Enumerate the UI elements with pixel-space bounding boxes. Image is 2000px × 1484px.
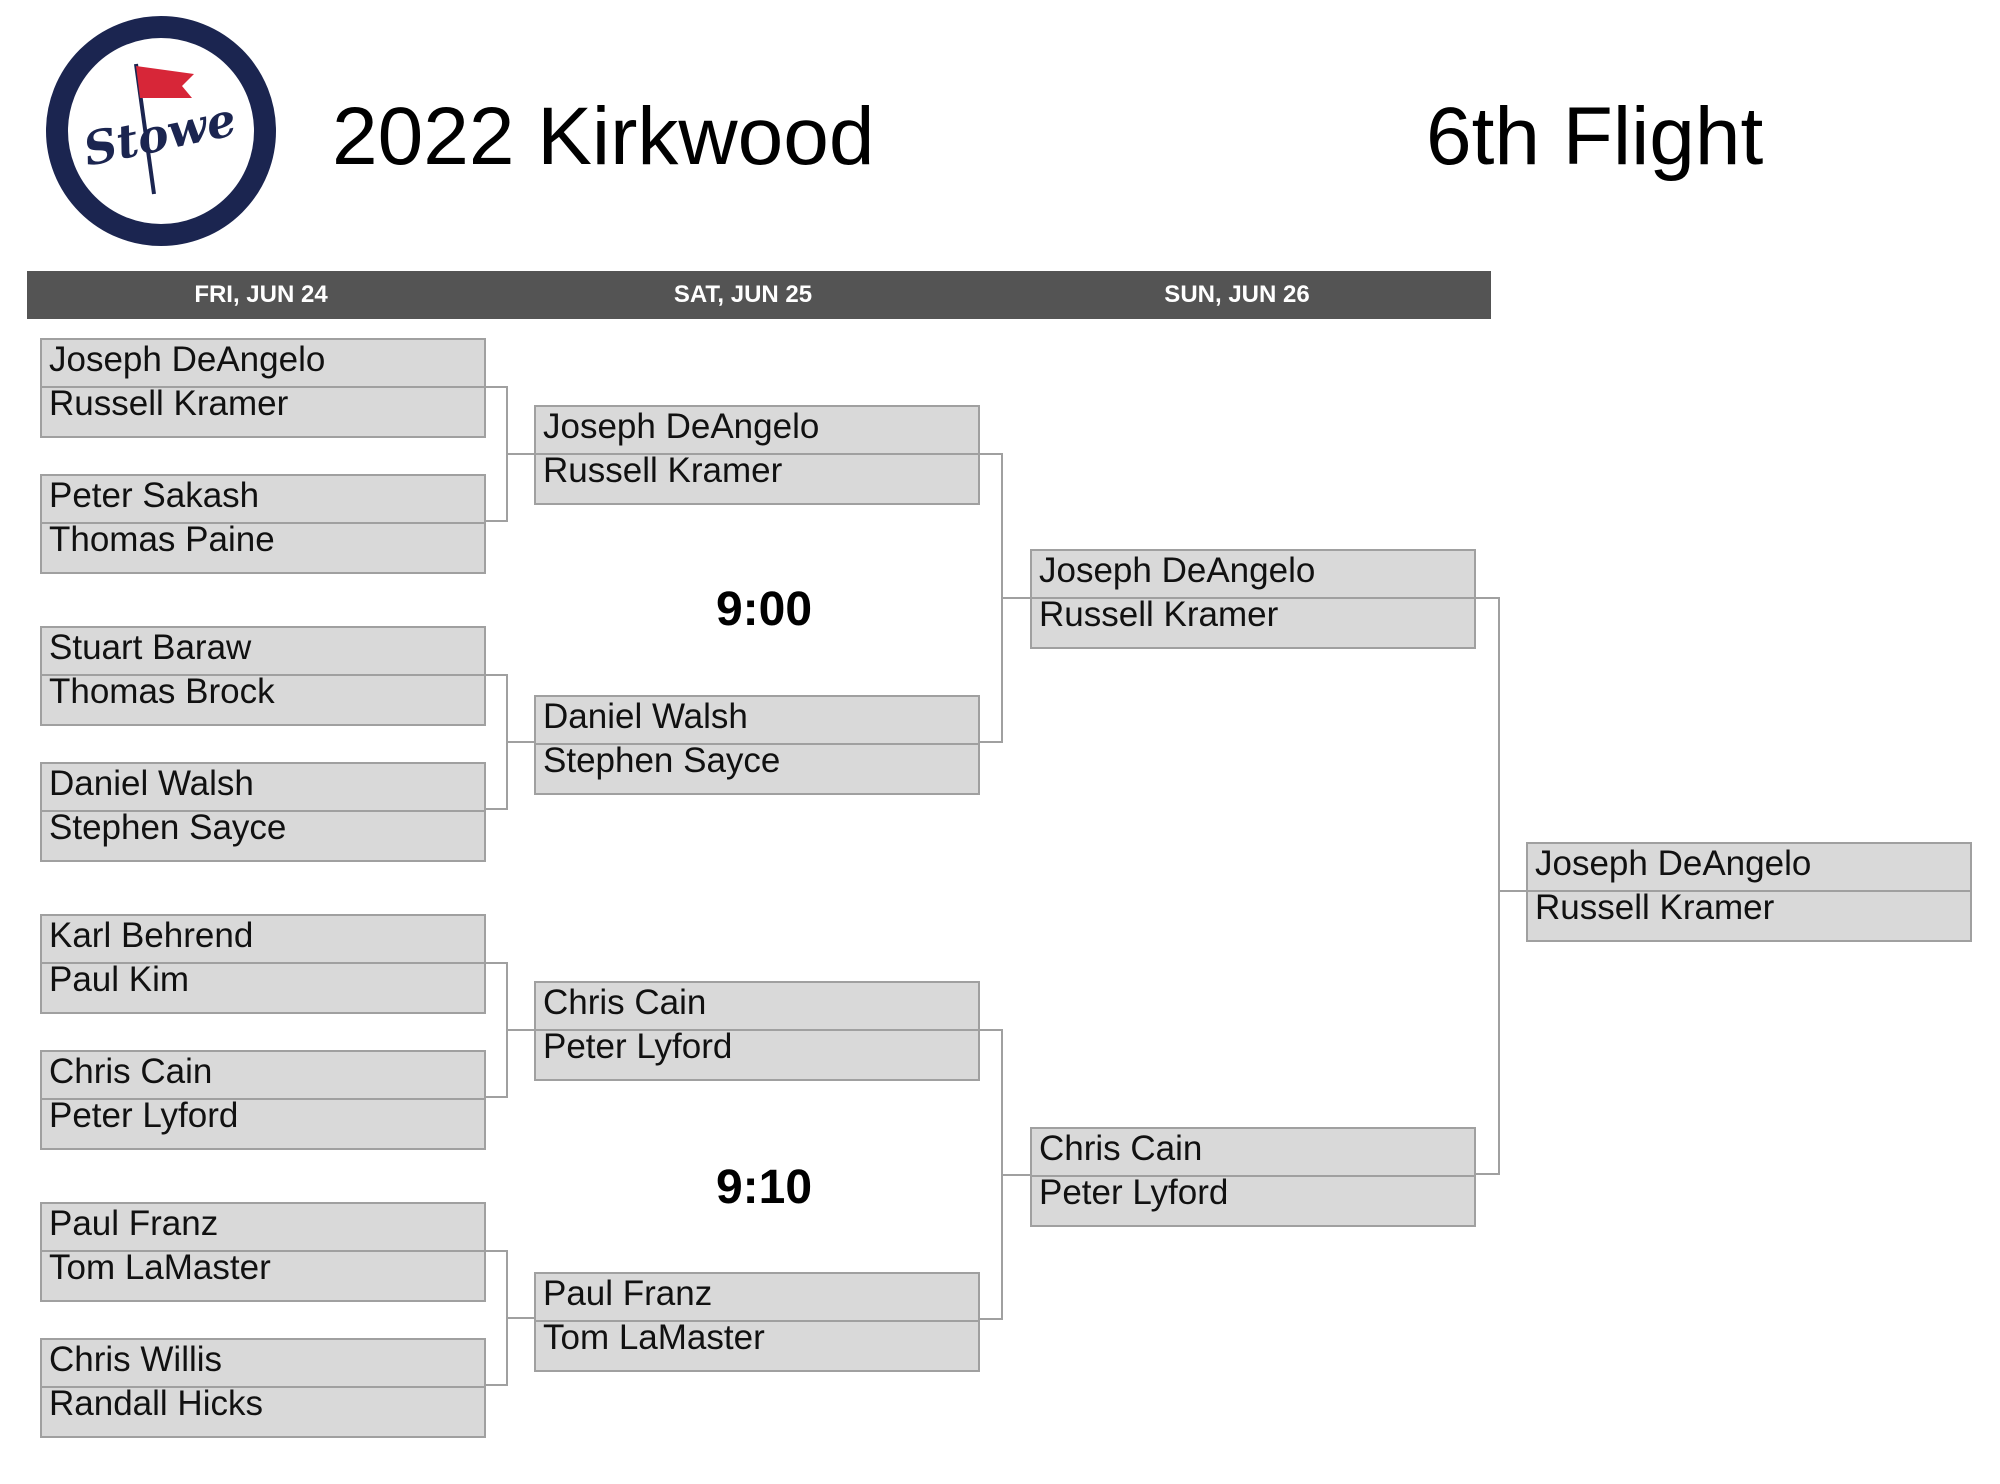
match-divider bbox=[42, 810, 484, 812]
team-top: Daniel Walsh bbox=[543, 697, 748, 736]
connector bbox=[508, 741, 534, 743]
connector bbox=[1500, 890, 1526, 892]
team-bottom: Thomas Paine bbox=[49, 520, 275, 559]
team-top: Chris Cain bbox=[543, 983, 707, 1022]
team-top: Paul Franz bbox=[49, 1204, 219, 1243]
match-r3-2: Chris Cain Peter Lyford bbox=[1030, 1127, 1476, 1227]
team-bottom: Tom LaMaster bbox=[49, 1248, 271, 1287]
match-divider bbox=[42, 386, 484, 388]
connector bbox=[1476, 597, 1500, 1175]
team-top: Joseph DeAngelo bbox=[1039, 551, 1316, 590]
match-r1-8: Chris Willis Randall Hicks bbox=[40, 1338, 486, 1438]
match-divider bbox=[42, 1250, 484, 1252]
team-top: Karl Behrend bbox=[49, 916, 254, 955]
match-r1-2: Peter Sakash Thomas Paine bbox=[40, 474, 486, 574]
connector bbox=[486, 962, 508, 1098]
team-top: Joseph DeAngelo bbox=[1535, 844, 1812, 883]
match-r2-3: Chris Cain Peter Lyford bbox=[534, 981, 980, 1081]
team-bottom: Randall Hicks bbox=[49, 1384, 263, 1423]
match-final: Joseph DeAngelo Russell Kramer bbox=[1526, 842, 1972, 942]
match-r3-1: Joseph DeAngelo Russell Kramer bbox=[1030, 549, 1476, 649]
match-r1-3: Stuart Baraw Thomas Brock bbox=[40, 626, 486, 726]
connector bbox=[1003, 1174, 1030, 1176]
team-bottom: Peter Lyford bbox=[1039, 1173, 1229, 1212]
team-top: Chris Cain bbox=[49, 1052, 213, 1091]
match-r1-4: Daniel Walsh Stephen Sayce bbox=[40, 762, 486, 862]
match-divider bbox=[1528, 890, 1970, 892]
team-bottom: Russell Kramer bbox=[543, 451, 783, 490]
match-r2-4: Paul Franz Tom LaMaster bbox=[534, 1272, 980, 1372]
match-r1-1: Joseph DeAngelo Russell Kramer bbox=[40, 338, 486, 438]
team-top: Daniel Walsh bbox=[49, 764, 254, 803]
connector bbox=[980, 453, 1003, 743]
connector bbox=[508, 453, 534, 455]
tee-time-2: 9:10 bbox=[715, 1161, 813, 1214]
team-top: Peter Sakash bbox=[49, 476, 260, 515]
match-divider bbox=[42, 674, 484, 676]
team-bottom: Tom LaMaster bbox=[543, 1318, 765, 1357]
match-divider bbox=[1032, 597, 1474, 599]
team-bottom: Russell Kramer bbox=[1039, 595, 1279, 634]
team-top: Chris Willis bbox=[49, 1340, 223, 1379]
connector bbox=[980, 1029, 1003, 1320]
tee-time-1: 9:00 bbox=[715, 583, 813, 636]
connector bbox=[1003, 597, 1030, 599]
match-divider bbox=[536, 453, 978, 455]
team-bottom: Russell Kramer bbox=[1535, 888, 1775, 927]
team-bottom: Peter Lyford bbox=[49, 1096, 239, 1135]
match-divider bbox=[1032, 1175, 1474, 1177]
team-bottom: Thomas Brock bbox=[49, 672, 275, 711]
match-r2-2: Daniel Walsh Stephen Sayce bbox=[534, 695, 980, 795]
connector bbox=[486, 674, 508, 810]
team-bottom: Paul Kim bbox=[49, 960, 190, 999]
match-r1-6: Chris Cain Peter Lyford bbox=[40, 1050, 486, 1150]
team-bottom: Peter Lyford bbox=[543, 1027, 733, 1066]
flight-title: 6th Flight bbox=[1426, 91, 1764, 182]
connector bbox=[486, 1250, 508, 1386]
match-divider bbox=[536, 1029, 978, 1031]
match-r2-1: Joseph DeAngelo Russell Kramer bbox=[534, 405, 980, 505]
match-r1-7: Paul Franz Tom LaMaster bbox=[40, 1202, 486, 1302]
team-bottom: Stephen Sayce bbox=[49, 808, 287, 847]
date-bar: FRI, JUN 24 SAT, JUN 25 SUN, JUN 26 bbox=[27, 271, 1491, 319]
team-top: Chris Cain bbox=[1039, 1129, 1203, 1168]
match-divider bbox=[42, 522, 484, 524]
team-bottom: Russell Kramer bbox=[49, 384, 289, 423]
match-divider bbox=[536, 743, 978, 745]
match-divider bbox=[42, 962, 484, 964]
team-bottom: Stephen Sayce bbox=[543, 741, 781, 780]
match-divider bbox=[536, 1320, 978, 1322]
team-top: Joseph DeAngelo bbox=[49, 340, 326, 379]
connector bbox=[508, 1317, 534, 1319]
match-divider bbox=[42, 1386, 484, 1388]
team-top: Joseph DeAngelo bbox=[543, 407, 820, 446]
team-top: Stuart Baraw bbox=[49, 628, 252, 667]
match-r1-5: Karl Behrend Paul Kim bbox=[40, 914, 486, 1014]
team-top: Paul Franz bbox=[543, 1274, 713, 1313]
round1-date: FRI, JUN 24 bbox=[194, 281, 328, 308]
round3-date: SUN, JUN 26 bbox=[1164, 281, 1310, 308]
stowe-logo: Stowe bbox=[46, 16, 276, 246]
connector bbox=[508, 1029, 534, 1031]
event-title: 2022 Kirkwood bbox=[332, 91, 875, 182]
connector bbox=[486, 386, 508, 522]
round2-date: SAT, JUN 25 bbox=[673, 281, 813, 308]
match-divider bbox=[42, 1098, 484, 1100]
